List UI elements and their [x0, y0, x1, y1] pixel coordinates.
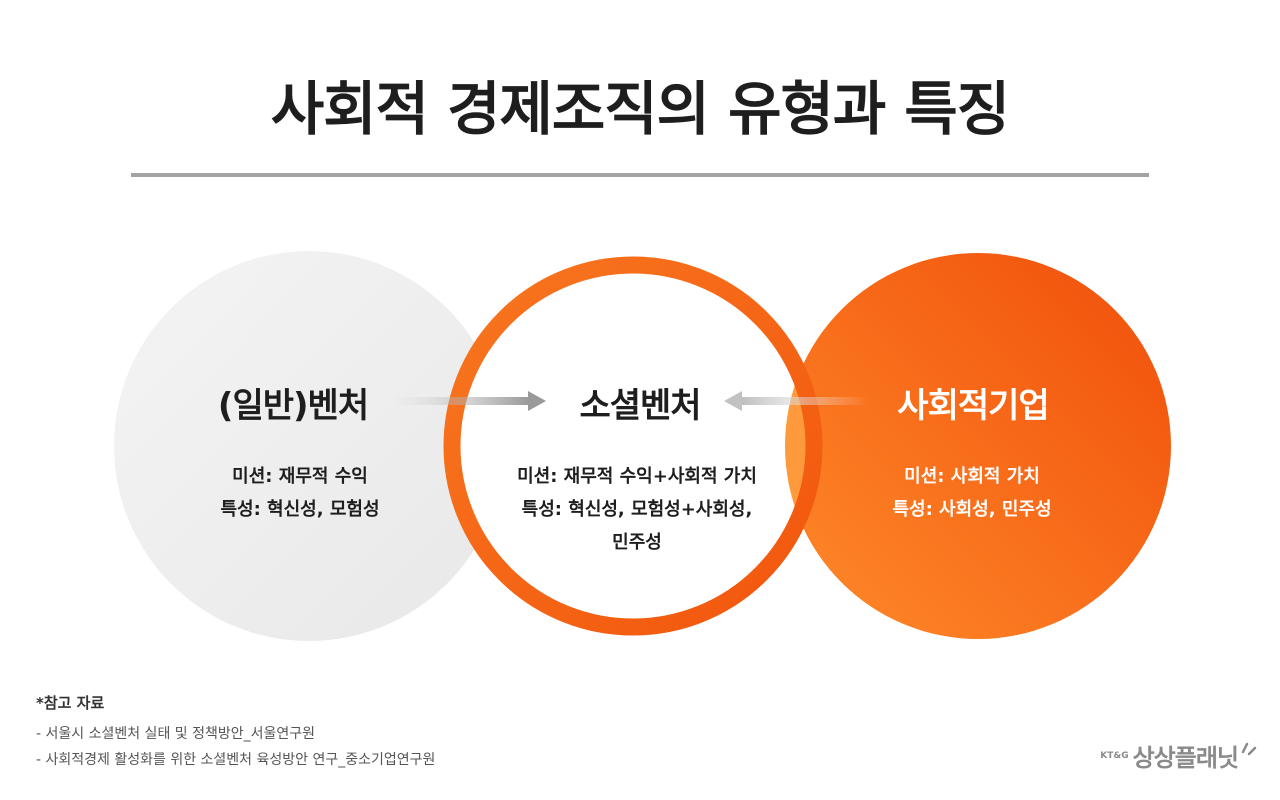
right-arrow-shaft [740, 397, 868, 405]
social-venture-trait-2: 민주성 [612, 532, 662, 553]
general-venture-trait: 특성: 혁신성, 모험성 [220, 499, 380, 520]
left-arrow-shaft [392, 397, 528, 405]
general-venture-title: (일반)벤처 [217, 386, 369, 426]
social-venture-mission: 미션: 재무적 수익+사회적 가치 [517, 466, 757, 487]
social-enterprise-circle [785, 253, 1171, 639]
social-enterprise-mission: 미션: 사회적 가치 [904, 466, 1040, 487]
references: *참고 자료 - 서울시 소셜벤처 실태 및 정책방안_서울연구원 - 사회적경… [36, 692, 435, 773]
social-venture-ring [443, 256, 823, 636]
reference-item: - 사회적경제 활성화를 위한 소셜벤처 육성방안 연구_중소기업연구원 [36, 752, 436, 768]
title-divider [131, 173, 1149, 177]
brand-logo: KT&G 상상플래닛 [1100, 738, 1258, 773]
social-venture-text: 미션: 재무적 수익+사회적 가치 특성: 혁신성, 모험성+사회성, 민주성 [517, 460, 757, 559]
social-enterprise-trait: 특성: 사회성, 민주성 [892, 499, 1052, 520]
left-arrow-head [528, 391, 546, 411]
general-venture-mission: 미션: 재무적 수익 [232, 466, 368, 487]
social-venture-title: 소셜벤처 [579, 386, 701, 426]
right-arrow-head [724, 391, 742, 411]
logo-spark-icon [1241, 742, 1257, 755]
social-venture-trait-1: 특성: 혁신성, 모험성+사회성, [521, 499, 753, 520]
general-venture-circle [114, 251, 504, 641]
social-enterprise-title: 사회적기업 [897, 386, 1049, 426]
social-enterprise-text: 미션: 사회적 가치 특성: 사회성, 민주성 [892, 460, 1051, 526]
logo-small-text: KT&G [1100, 750, 1129, 761]
general-venture-text: 미션: 재무적 수익 특성: 혁신성, 모험성 [220, 460, 379, 526]
social-venture-circle [452, 265, 814, 627]
references-heading: *참고 자료 [36, 694, 105, 712]
page-title: 사회적 경제조직의 유형과 특징 [270, 75, 1010, 143]
reference-item: - 서울시 소셜벤처 실태 및 정책방안_서울연구원 [36, 726, 316, 742]
logo-main-text: 상상플래닛 [1132, 744, 1239, 772]
